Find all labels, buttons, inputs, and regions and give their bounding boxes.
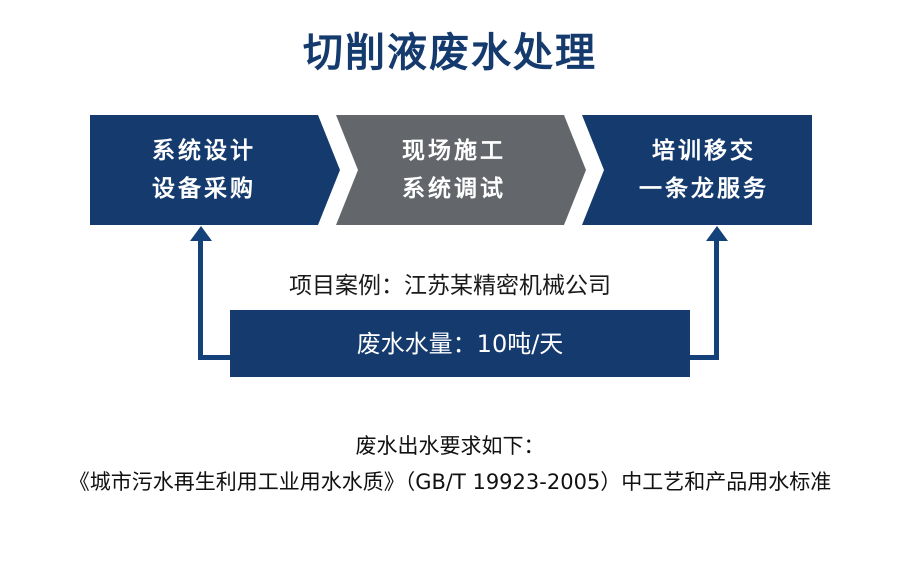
wastewater-volume-bar: 废水水量：10吨/天 [230, 310, 690, 377]
connector-vertical-left [198, 238, 203, 360]
process-step-2-line-2: 系统调试 [402, 176, 506, 202]
process-step-1-line-2: 设备采购 [152, 176, 256, 202]
page-title: 切削液废水处理 [303, 30, 597, 76]
effluent-requirement-line-2: 《城市污水再生利用工业用水水质》（GB/T 19923-2005）中工艺和产品用… [68, 470, 832, 494]
project-case-label: 项目案例：江苏某精密机械公司 [289, 273, 611, 299]
process-step-2-line-1: 现场施工 [402, 138, 506, 164]
process-step-3-line-2: 一条龙服务 [639, 176, 769, 202]
connector-horizontal-left [198, 355, 243, 360]
process-step-1-line-1: 系统设计 [152, 138, 256, 164]
effluent-requirement-line-1: 废水出水要求如下： [355, 434, 545, 458]
process-step-construction-commissioning: 现场施工 系统调试 [336, 115, 586, 225]
effluent-requirement-note: 废水出水要求如下： 《城市污水再生利用工业用水水质》（GB/T 19923-20… [0, 428, 900, 500]
connector-vertical-right [714, 238, 719, 360]
process-step-design-procurement: 系统设计 设备采购 [90, 115, 340, 225]
connector-horizontal-right [676, 355, 719, 360]
process-step-3-line-1: 培训移交 [652, 138, 756, 164]
process-step-training-handover: 培训移交 一条龙服务 [582, 115, 812, 225]
arrow-up-left-icon [190, 226, 212, 241]
wastewater-volume-value: 废水水量：10吨/天 [356, 329, 564, 358]
arrow-up-right-icon [706, 226, 728, 241]
